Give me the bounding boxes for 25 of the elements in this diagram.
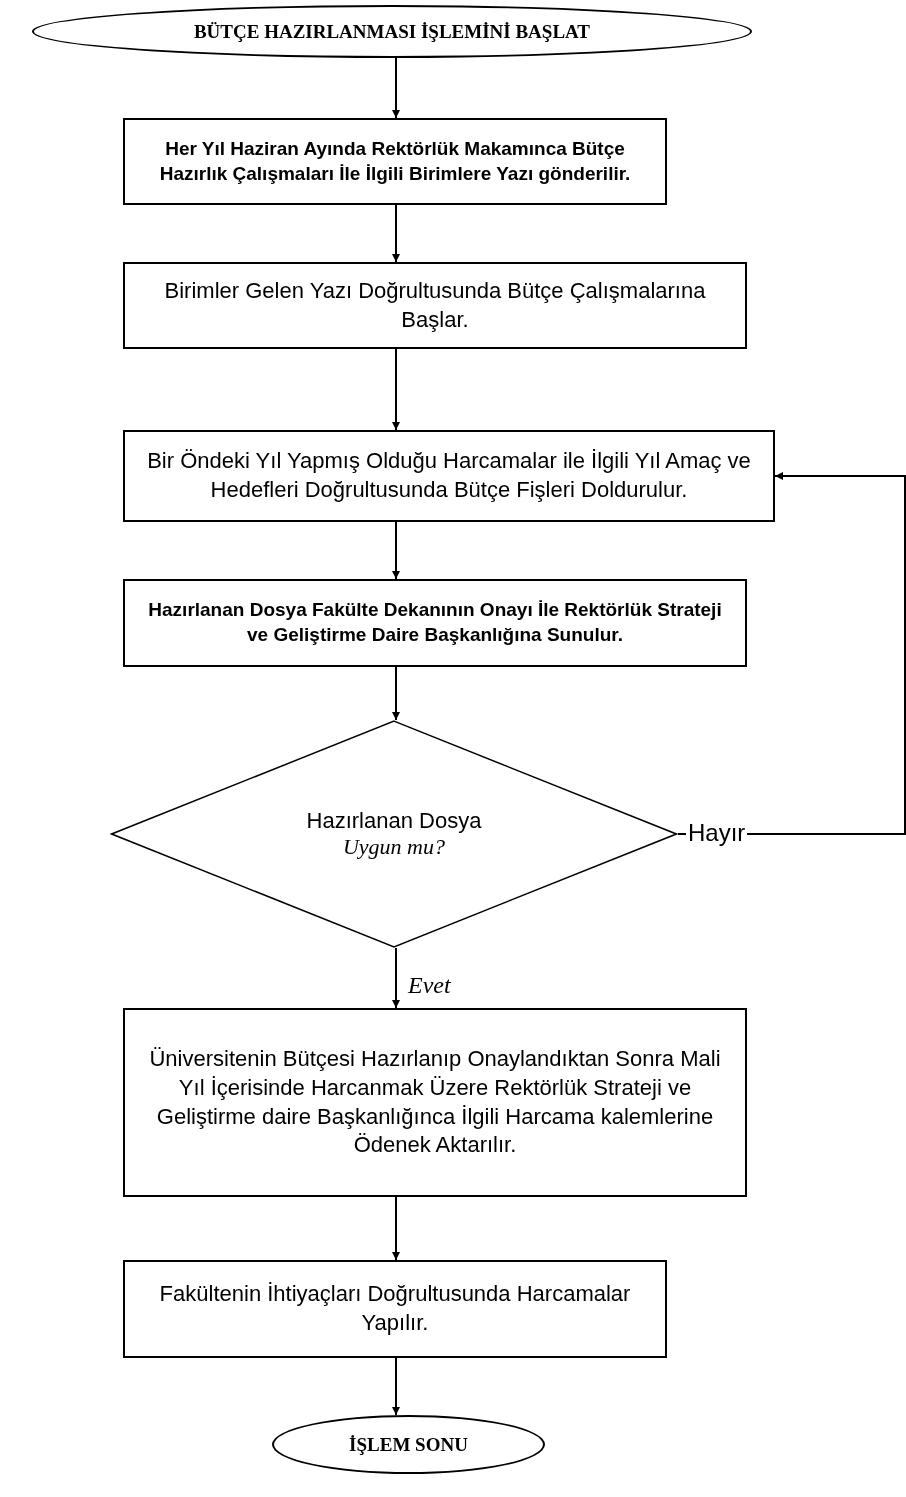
process-box <box>123 1260 667 1358</box>
process-box <box>123 262 747 349</box>
step-text: Fakültenin İhtiyaçları Doğrultusunda Harcamalar Yapılır. <box>158 1280 632 1337</box>
arrow <box>392 57 400 119</box>
arrow <box>392 521 400 580</box>
step-text: Bir Öndeki Yıl Yapmış Olduğu Harcamalar ile İlgili Yıl Amaç ve Hedefleri Doğrultusunda Bütçe Fişleri Doldurulur. <box>146 447 752 504</box>
step-text: İŞLEM SONU <box>349 1433 468 1456</box>
process-box <box>123 430 775 522</box>
arrow <box>392 1357 400 1416</box>
arrow <box>392 947 400 1009</box>
step-text: Hazırlanan Dosya Fakülte Dekanının Onayı İle Rektörlük Strateji ve Geliştirme Daire Başkanlığına Sunulur. <box>147 598 723 647</box>
arrow <box>392 666 400 721</box>
arrow <box>392 204 400 263</box>
decision-question: Uygun mu? <box>342 834 445 860</box>
process-box <box>123 1008 747 1197</box>
process-box <box>123 579 747 667</box>
process-box <box>123 118 667 205</box>
decision-text: Hazırlanan Dosya <box>306 808 482 834</box>
arrow <box>677 472 906 835</box>
step-text: Birimler Gelen Yazı Doğrultusunda Bütçe Çalışmalarına Başlar. <box>163 276 707 334</box>
step-text: Her Yıl Haziran Ayında Rektörlük Makamınca Bütçe Hazırlık Çalışmaları İle İlgili Birimlere Yazı gönderilir. <box>158 136 632 186</box>
step-text: BÜTÇE HAZIRLANMASI İŞLEMİNİ BAŞLAT <box>193 20 591 43</box>
arrow <box>392 348 400 431</box>
step-text: Üniversitenin Bütçesi Hazırlanıp Onaylandıktan Sonra Mali Yıl İçerisinde Harcanmak Üzere Rektörlük Strateji ve Geliştirme daire Başkanlığınca İlgili Harcama kalemlerine Ödenek Aktarılır. <box>148 1045 722 1160</box>
arrow <box>392 1196 400 1261</box>
